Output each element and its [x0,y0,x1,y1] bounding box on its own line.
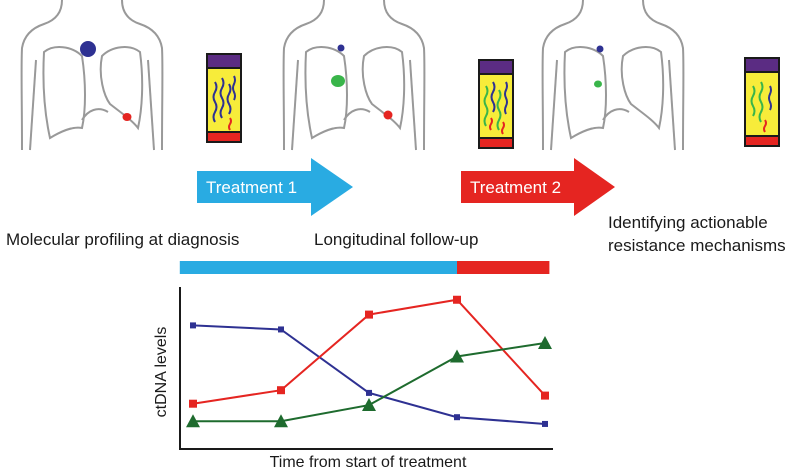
series-1-point-3 [366,389,372,396]
tumor-lung-green-small [594,80,602,88]
tumor-lung-blue-small [596,45,604,53]
treatment-1-label: Treatment 1 [206,178,297,197]
series-2-point-5 [541,391,549,400]
series-layer [186,295,552,428]
series-1-point-1 [190,322,196,329]
series-2-point-2 [277,386,285,395]
series-3-point-1 [186,414,200,428]
series-2-point-3 [365,310,373,319]
torso-diagnosis [20,0,164,151]
caption-resistance-line-2: resistance mechanisms [608,236,786,255]
tumor-liver-red [383,110,393,120]
tumor-lung-green [331,75,345,87]
series-1-point-2 [278,326,284,333]
series-1-point-4 [454,414,460,421]
caption-resistance-line-1: Identifying actionable [608,213,768,232]
treatment-2-label: Treatment 2 [470,178,561,197]
blood-tube-follow-up [478,59,514,149]
timeline-segment-2 [457,261,550,274]
torso-follow-up [282,0,426,151]
x-axis-label: Time from start of treatment [270,454,467,470]
caption-follow-up: Longitudinal follow-up [314,230,479,249]
blood-tube-resistance [744,57,780,147]
tumor-lung-blue-small [337,44,345,52]
series-2-point-4 [453,295,461,304]
series-3-point-4 [450,349,464,363]
y-axis-label: ctDNA levels [153,327,170,418]
series-3-point-3 [362,398,376,412]
caption-diagnosis: Molecular profiling at diagnosis [6,230,240,249]
tumor-lung-blue [80,41,96,57]
series-2-point-1 [189,399,197,408]
series-3-point-5 [538,335,552,349]
timeline-segment-1 [179,261,458,274]
blood-tube-diagnosis [206,53,242,143]
chart-axes [179,287,553,450]
series-1-point-5 [542,420,548,427]
treatment-2-arrow: Treatment 2 [461,158,615,216]
series-3-point-2 [274,414,288,428]
torso-resistance [541,0,685,151]
ctdna-chart: ctDNA levels Time from start of treatmen… [153,261,553,470]
treatment-1-arrow: Treatment 1 [197,158,353,216]
tumor-liver-red [122,113,132,121]
treatment-timeline [179,261,550,274]
